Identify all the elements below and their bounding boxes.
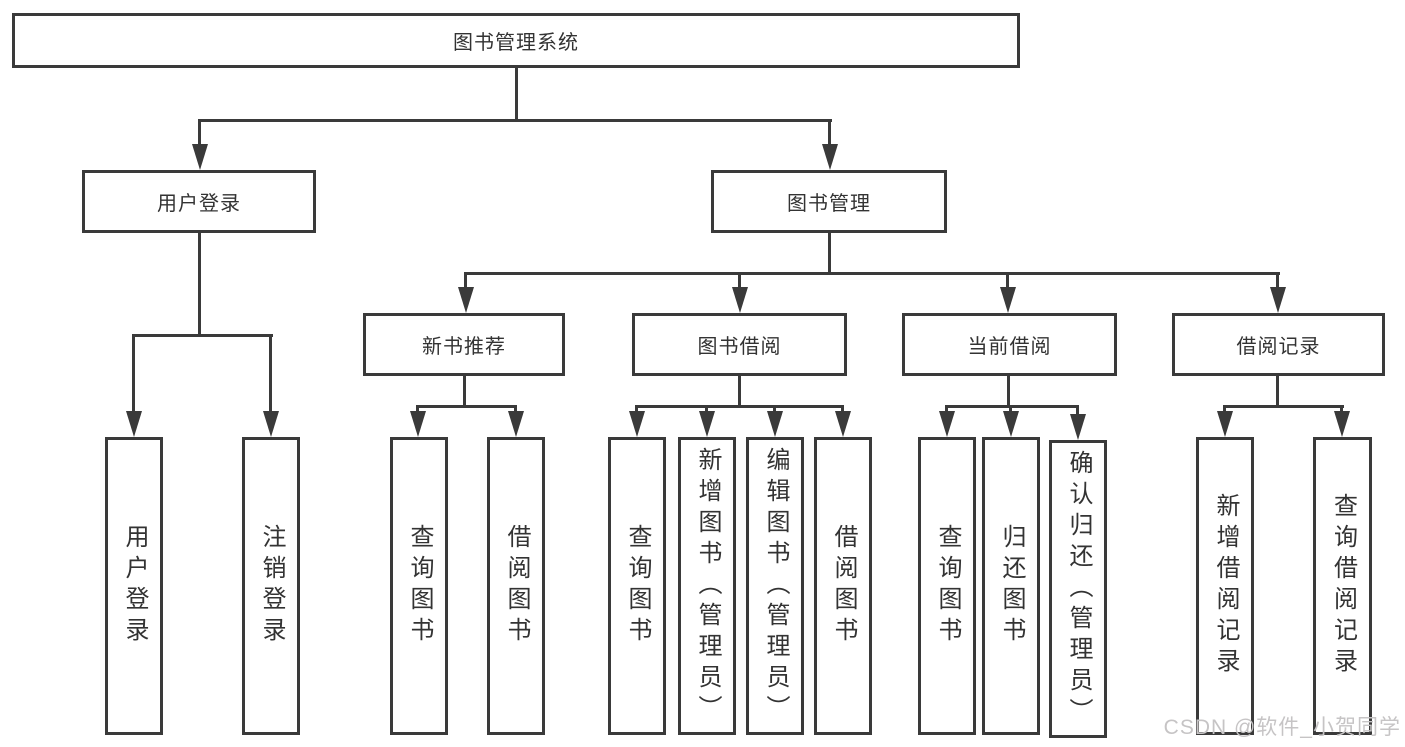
arrow-down-icon	[1070, 414, 1086, 440]
arrow-down-icon	[192, 144, 208, 170]
connector-line	[269, 334, 272, 414]
connector-line	[635, 405, 638, 415]
node-new-book-rec: 新书推荐	[363, 313, 565, 376]
connector-line	[945, 405, 1079, 408]
connector-line	[515, 68, 518, 121]
node-book-borrow-label: 图书借阅	[697, 336, 782, 358]
node-book-mgmt-label: 图书管理	[787, 193, 871, 215]
connector-line	[514, 405, 517, 415]
node-book-borrow: 图书借阅	[632, 313, 847, 376]
connector-line	[465, 272, 1280, 275]
node-leaf-edit-book: 编辑图书（管理员）	[746, 437, 804, 735]
connector-line	[636, 405, 844, 408]
leaf-label: 借阅图书	[830, 524, 857, 648]
leaf-label: 查询图书	[406, 524, 433, 648]
node-root-label: 图书管理系统	[453, 32, 579, 54]
connector-line	[463, 376, 466, 407]
connector-line	[828, 119, 831, 149]
leaf-label: 用户登录	[121, 524, 148, 648]
node-borrow-records-label: 借阅记录	[1236, 336, 1321, 358]
leaf-label: 新增图书（管理员）	[694, 446, 721, 726]
connector-line	[417, 405, 517, 408]
connector-line	[945, 405, 948, 415]
node-leaf-borrow-book-2: 借阅图书	[814, 437, 872, 735]
node-leaf-borrow-book-1: 借阅图书	[487, 437, 545, 735]
node-leaf-logout: 注销登录	[242, 437, 300, 735]
connector-line	[1223, 405, 1226, 415]
arrow-down-icon	[126, 411, 142, 437]
connector-line	[1340, 405, 1343, 415]
leaf-label: 编辑图书（管理员）	[762, 446, 789, 726]
connector-line	[198, 119, 201, 149]
connector-line	[1076, 405, 1079, 415]
arrow-down-icon	[835, 411, 851, 437]
connector-line	[773, 405, 776, 415]
leaf-label: 归还图书	[998, 524, 1025, 648]
arrow-down-icon	[1270, 287, 1286, 313]
connector-line	[1009, 405, 1012, 415]
leaf-label: 注销登录	[258, 524, 285, 648]
connector-line	[828, 233, 831, 274]
watermark: CSDN @软件_小贺同学	[1163, 716, 1401, 739]
arrow-down-icon	[1217, 411, 1233, 437]
connector-line	[198, 233, 201, 336]
node-borrow-records: 借阅记录	[1172, 313, 1385, 376]
arrow-down-icon	[1003, 411, 1019, 437]
arrow-down-icon	[410, 411, 426, 437]
node-leaf-user-login: 用户登录	[105, 437, 163, 735]
node-leaf-confirm-return: 确认归还（管理员）	[1049, 440, 1107, 738]
node-leaf-add-record: 新增借阅记录	[1196, 437, 1254, 735]
leaf-label: 确认归还（管理员）	[1065, 449, 1092, 729]
node-current-borrow-label: 当前借阅	[967, 336, 1052, 358]
arrow-down-icon	[699, 411, 715, 437]
arrow-down-icon	[767, 411, 783, 437]
leaf-label: 新增借阅记录	[1212, 493, 1239, 679]
leaf-label: 查询图书	[624, 524, 651, 648]
connector-line	[464, 272, 467, 290]
arrow-down-icon	[458, 287, 474, 313]
leaf-label: 查询借阅记录	[1329, 493, 1357, 679]
connector-line	[1007, 376, 1010, 407]
node-leaf-query-book-2: 查询图书	[608, 437, 666, 735]
arrow-down-icon	[822, 144, 838, 170]
connector-line	[738, 376, 741, 407]
connector-line	[1276, 376, 1279, 407]
connector-line	[841, 405, 844, 415]
node-book-mgmt: 图书管理	[711, 170, 947, 233]
leaf-label: 借阅图书	[503, 524, 530, 648]
node-root: 图书管理系统	[12, 13, 1020, 68]
node-leaf-query-record: 查询借阅记录	[1313, 437, 1372, 735]
arrow-down-icon	[263, 411, 279, 437]
connector-line	[132, 334, 135, 414]
connector-line	[133, 334, 273, 337]
arrow-down-icon	[1334, 411, 1350, 437]
node-leaf-add-book: 新增图书（管理员）	[678, 437, 736, 735]
connector-line	[416, 405, 419, 415]
connector-line	[1276, 272, 1279, 290]
arrow-down-icon	[732, 287, 748, 313]
leaf-label: 查询图书	[934, 524, 961, 648]
connector-line	[1223, 405, 1344, 408]
node-leaf-return-book: 归还图书	[982, 437, 1040, 735]
connector-line	[738, 272, 741, 290]
connector-line	[705, 405, 708, 415]
node-user-login: 用户登录	[82, 170, 316, 233]
node-user-login-label: 用户登录	[157, 193, 241, 215]
connector-line	[1006, 272, 1009, 290]
node-current-borrow: 当前借阅	[902, 313, 1117, 376]
node-leaf-query-book-3: 查询图书	[918, 437, 976, 735]
arrow-down-icon	[1000, 287, 1016, 313]
node-new-book-rec-label: 新书推荐	[422, 336, 506, 358]
arrow-down-icon	[629, 411, 645, 437]
arrow-down-icon	[939, 411, 955, 437]
node-leaf-query-book-1: 查询图书	[390, 437, 448, 735]
connector-line	[199, 119, 832, 122]
arrow-down-icon	[508, 411, 524, 437]
